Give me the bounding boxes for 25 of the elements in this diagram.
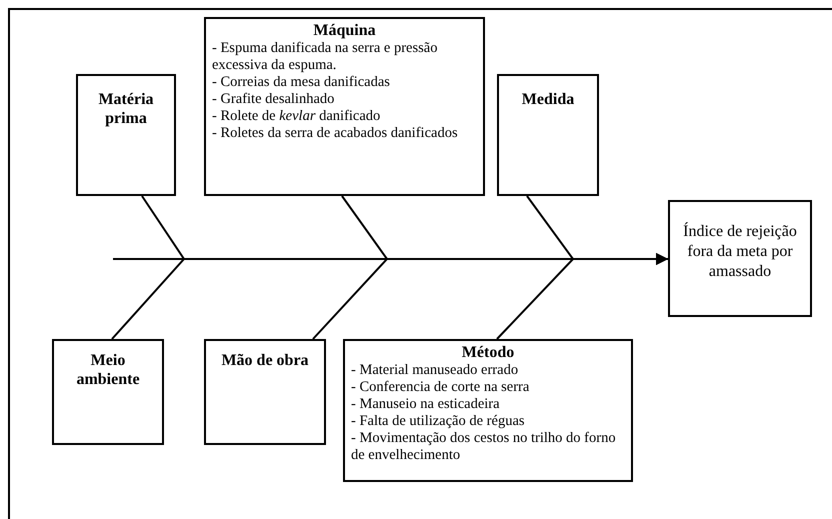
cause-item: - Grafite desalinhado	[212, 91, 336, 108]
cause-box	[76, 74, 176, 196]
cause-item: - Falta de utilização de réguas	[351, 413, 526, 430]
cause-item: - Rolete de kevlar danificado	[212, 108, 382, 125]
category-heading: Matéria prima	[97, 90, 155, 128]
cause-box	[204, 17, 485, 196]
category-heading: Mão de obra	[220, 351, 310, 370]
category-heading: Meio ambiente	[75, 351, 141, 389]
cause-item: - Conferencia de corte na serra	[351, 379, 530, 396]
cause-box	[204, 339, 326, 445]
effect-box	[668, 200, 812, 317]
cause-box	[343, 339, 633, 482]
cause-item: - Correias da mesa danificadas	[212, 74, 391, 91]
category-heading: Método	[460, 343, 516, 362]
cause-item: - Movimentação dos cestos no trilho do forno de envelhecimento	[351, 430, 617, 464]
cause-item: - Material manuseado errado	[351, 362, 520, 379]
cause-item: - Manuseio na esticadeira	[351, 396, 501, 413]
effect-text: Índice de rejeição fora da meta por amassado	[682, 222, 798, 282]
cause-item: - Roletes da serra de acabados danificados	[212, 125, 459, 142]
category-heading: Medida	[520, 90, 576, 109]
cause-item: - Espuma danificada na serra e pressão excessiva da espuma.	[212, 40, 438, 74]
category-heading: Máquina	[312, 21, 377, 40]
bone-line	[496, 253, 668, 340]
cause-box	[52, 339, 164, 445]
cause-box	[497, 74, 599, 196]
